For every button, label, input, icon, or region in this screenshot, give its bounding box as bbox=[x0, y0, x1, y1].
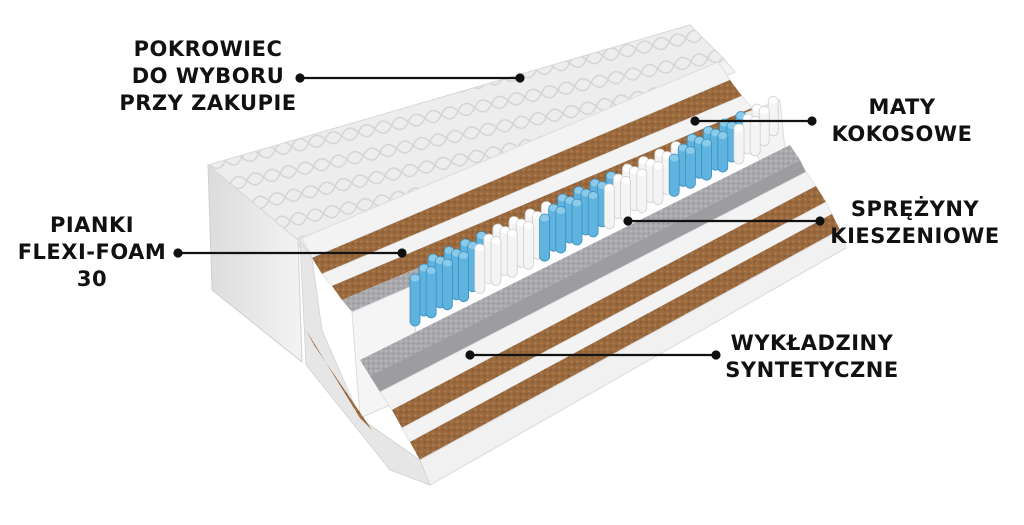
spring-pocket-top bbox=[768, 97, 778, 104]
spring-pocket bbox=[539, 213, 550, 262]
label-pianki-line-2: FLEXI-FOAM bbox=[17, 240, 167, 264]
spring-pocket bbox=[733, 123, 745, 165]
spring-pocket bbox=[604, 183, 615, 230]
spring-pocket bbox=[652, 161, 664, 205]
spring-pocket bbox=[668, 153, 680, 197]
leader-maty-dot-start bbox=[690, 116, 700, 126]
spring-pocket bbox=[425, 266, 437, 319]
leader-pianki-dot-start bbox=[173, 248, 183, 258]
spring-pocket bbox=[523, 221, 534, 270]
spring-pocket-top bbox=[410, 274, 420, 282]
label-sprezyny-line-2: KIESZENIOWE bbox=[830, 224, 1000, 248]
lower-felt-front bbox=[370, 160, 806, 392]
lower-coconut-layer-2 bbox=[410, 214, 840, 460]
label-maty-line-2: KOKOSOWE bbox=[831, 122, 973, 146]
lower-coconut-layer-1 bbox=[392, 186, 826, 428]
label-pokrowiec-line-1: POKROWIEC bbox=[133, 37, 283, 61]
spring-pocket-top bbox=[685, 147, 695, 154]
spring-pocket bbox=[717, 131, 729, 173]
spring-pocket-top bbox=[459, 252, 469, 259]
leader-pianki-dot-end bbox=[397, 248, 407, 258]
leader-pokrowiec-dot-end bbox=[515, 73, 525, 83]
leader-sprezyny-dot-end bbox=[815, 216, 825, 226]
spring-pocket bbox=[636, 168, 648, 213]
leader-sprezyny-dot-start bbox=[623, 216, 633, 226]
pocket-springs bbox=[409, 96, 779, 327]
spring-pocket-top bbox=[523, 222, 533, 229]
spring-pocket bbox=[474, 243, 486, 294]
spring-pocket-top bbox=[475, 244, 485, 252]
spring-pocket-top bbox=[426, 267, 436, 274]
leader-maty-dot-end bbox=[807, 116, 817, 126]
spring-pocket-top bbox=[637, 169, 647, 177]
label-sprezyny-line-1: SPRĘŻYNY bbox=[850, 197, 980, 221]
spring-pocket bbox=[490, 236, 502, 286]
label-maty-line-1: MATY bbox=[868, 95, 936, 119]
leader-wykladziny-dot-end bbox=[711, 350, 721, 360]
label-pokrowiec: POKROWIEC DO WYBORU PRZY ZAKUPIE bbox=[118, 36, 298, 117]
spring-pocket-top bbox=[507, 229, 517, 237]
spring-pocket-top bbox=[759, 107, 769, 114]
spring-pocket bbox=[441, 258, 453, 311]
label-maty: MATY KOKOSOWE bbox=[822, 94, 982, 148]
leader-wykladziny-dot-start bbox=[465, 350, 475, 360]
spring-pocket-top bbox=[604, 184, 614, 192]
label-wykladziny-line-1: WYKŁADZINY bbox=[730, 331, 894, 355]
spring-pocket bbox=[555, 206, 567, 254]
spring-pocket-top bbox=[734, 124, 744, 132]
layers-left-edge bbox=[299, 238, 431, 486]
spring-pocket bbox=[749, 116, 761, 157]
spring-pocket-top bbox=[669, 154, 679, 162]
spring-pocket bbox=[506, 228, 518, 278]
top-coconut-layer bbox=[312, 80, 742, 274]
spring-pocket-top bbox=[491, 237, 501, 244]
label-wykladziny: WYKŁADZINY SYNTETYCZNE bbox=[722, 330, 902, 384]
label-pianki: PIANKI FLEXI-FOAM 30 bbox=[14, 212, 170, 293]
spring-pocket-top bbox=[653, 162, 663, 169]
spring-pocket-top bbox=[556, 207, 566, 214]
label-pianki-line-3: 30 bbox=[76, 267, 108, 291]
spring-pocket-top bbox=[621, 177, 631, 184]
spring-pocket-top bbox=[718, 132, 728, 139]
label-sprezyny: SPRĘŻYNY KIESZENIOWE bbox=[826, 196, 1004, 250]
lower-felt-layer bbox=[360, 145, 800, 376]
leader-lines bbox=[173, 73, 825, 360]
spring-pocket bbox=[685, 146, 696, 189]
spring-pocket-top bbox=[588, 192, 598, 199]
label-pianki-line-1: PIANKI bbox=[49, 213, 135, 237]
label-wykladziny-line-2: SYNTETYCZNE bbox=[725, 358, 899, 382]
spring-pocket-top bbox=[702, 139, 712, 147]
spring-pocket bbox=[701, 138, 712, 181]
leader-pokrowiec-dot-start bbox=[295, 73, 305, 83]
spring-pocket bbox=[571, 198, 583, 246]
label-pokrowiec-line-3: PRZY ZAKUPIE bbox=[119, 91, 297, 115]
spring-pocket bbox=[458, 251, 470, 303]
spring-pocket-top bbox=[540, 214, 550, 222]
label-pokrowiec-line-2: DO WYBORU bbox=[131, 64, 285, 88]
spring-pocket-top bbox=[572, 199, 582, 207]
spring-pocket bbox=[587, 191, 599, 238]
spring-pocket bbox=[409, 273, 421, 327]
spring-pocket-top bbox=[442, 259, 452, 267]
